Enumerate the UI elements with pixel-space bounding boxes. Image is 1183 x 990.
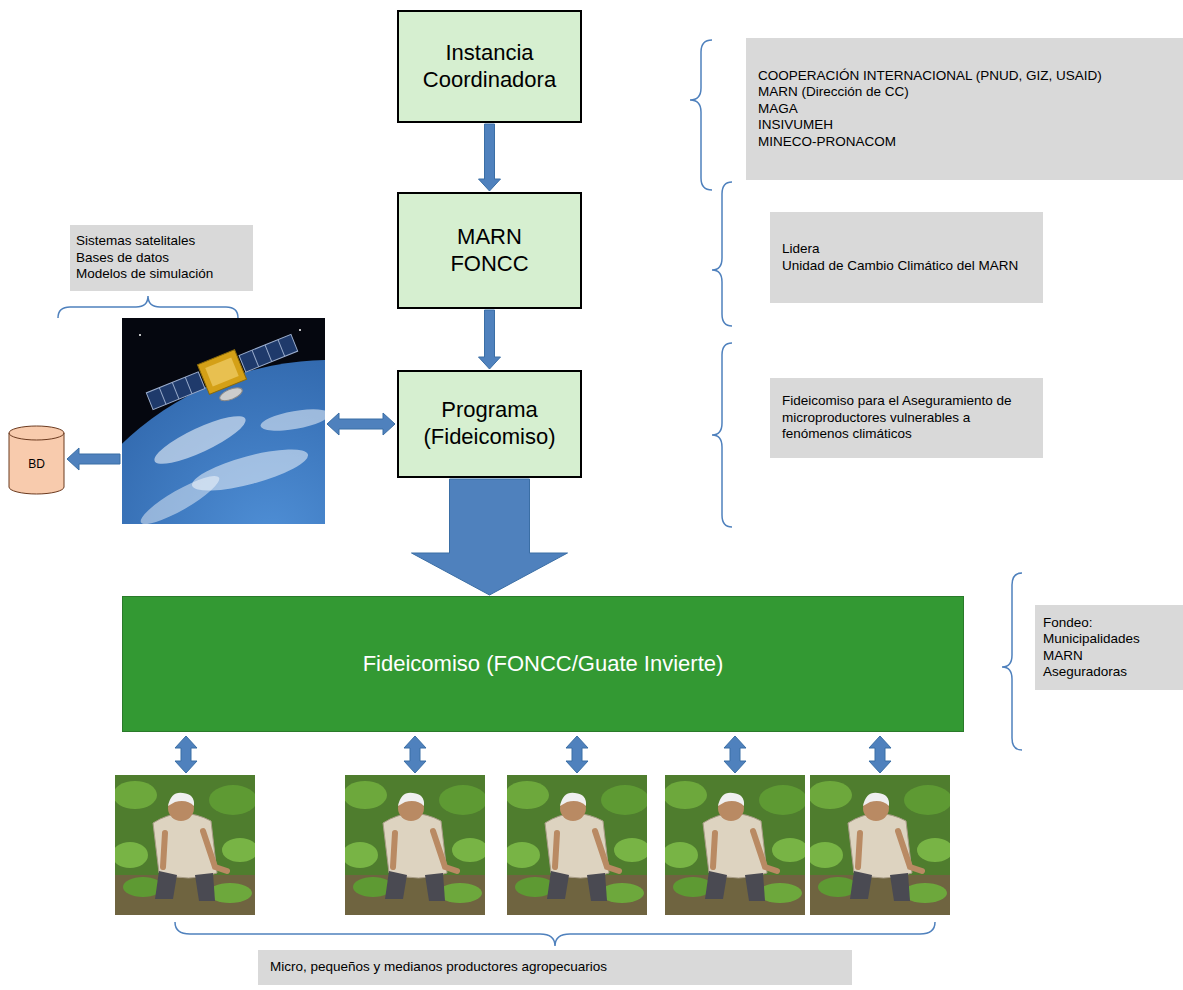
note-box: Fideicomiso para el Aseguramiento de mic… [770,378,1043,458]
node-text: Programa (Fideicomiso) [409,397,570,451]
solar-panel [239,334,298,372]
star [299,329,301,331]
node-text: MARN (Dirección de CC) [758,84,909,100]
node-text: Aseguradoras [1043,664,1127,680]
node-text: Fideicomiso (FONCC/Guate Invierte) [363,651,724,678]
curly-brace [58,296,238,318]
node-text: Micro, pequeños y medianos productores a… [270,959,607,975]
node-text: BD [28,457,45,472]
farmer-pictures [112,775,953,915]
panel-grid [172,382,179,399]
farmer-photo [504,775,650,915]
cylinder-rim [9,433,64,440]
farmer-photo [342,775,488,915]
node-text: Modelos de simulación [76,266,213,282]
process-box: Programa (Fideicomiso) [397,370,582,478]
gold-foil [205,357,238,386]
curly-brace [1002,573,1022,750]
node-text: FONCC [450,251,528,278]
farmer-photo [807,775,953,915]
node-text: MAGA [758,101,798,117]
flow-arrow [412,479,568,595]
panel-grid [159,388,166,405]
node-text: INSIVUMEH [758,117,833,133]
process-box: MARNFONCC [397,192,582,309]
antenna-dish [218,385,244,403]
solar-panel [146,372,205,410]
trust-band: Fideicomiso (FONCC/Guate Invierte) [122,596,964,732]
node-text: Fondeo: [1043,615,1093,631]
satellite-picture [122,318,325,524]
database-cylinder: BD [8,425,65,495]
flow-arrow [479,124,501,191]
node-text: Fideicomiso para el Aseguramiento de mic… [782,393,1031,442]
process-box: Instancia Coordinadora [397,10,582,123]
panel-grid [278,340,285,357]
node-text: Bases de datos [76,250,169,266]
node-text: Instancia Coordinadora [409,40,570,94]
panel-grid [265,345,272,362]
exchange-arrow [566,736,588,773]
exchange-arrow [724,736,746,773]
note-box: Sistemas satelitalesBases de datosModelo… [70,225,253,291]
exchange-arrow [869,736,891,773]
cylinder-body [9,426,64,494]
star [139,334,141,336]
node-text: Sistemas satelitales [76,233,195,249]
node-text: Lidera [782,241,820,257]
satellite [144,328,305,428]
node-text: MINECO-PRONACOM [758,134,896,150]
farmer-arrows [175,736,891,773]
node-text: COOPERACIÓN INTERNACIONAL (PNUD, GIZ, US… [758,68,1102,84]
note-box: Micro, pequeños y medianos productores a… [258,950,852,985]
curly-brace [175,922,935,946]
exchange-arrow [175,736,197,773]
node-text: Unidad de Cambio Climático del MARN [782,258,1018,274]
note-box: COOPERACIÓN INTERNACIONAL (PNUD, GIZ, US… [746,38,1183,180]
panel-grid [185,377,192,394]
farmer-photo [662,775,808,915]
note-box: Fondeo:MunicipalidadesMARNAseguradoras [1035,605,1183,690]
exchange-arrow [404,736,426,773]
data-arrow [67,448,120,470]
cloud [136,469,224,524]
exchange-arrow [327,413,395,435]
farmer-photo [112,775,258,915]
curly-brace [690,40,712,190]
cloud [259,405,325,435]
node-text: Municipalidades [1043,631,1140,647]
flow-arrow [479,310,501,369]
node-text: MARN [1043,648,1083,664]
note-box: LideraUnidad de Cambio Climático del MAR… [770,212,1043,303]
node-text: MARN [457,224,522,251]
curly-brace [712,343,732,527]
curly-brace [712,182,732,326]
panel-grid [252,350,259,367]
